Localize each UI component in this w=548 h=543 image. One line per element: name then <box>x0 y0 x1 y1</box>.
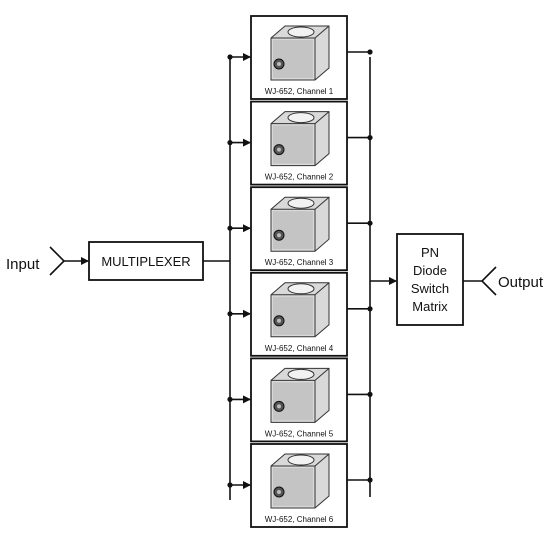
input-label: Input <box>6 256 40 273</box>
connector-center <box>277 233 281 238</box>
channel-caption: WJ-652, Channel 3 <box>265 258 334 267</box>
connector-center <box>277 318 281 323</box>
output-chevron-icon <box>480 266 497 296</box>
channel-caption: WJ-652, Channel 1 <box>265 87 334 96</box>
connector-center <box>277 490 281 494</box>
receiver-channel-3: WJ-652, Channel 3 <box>227 186 373 272</box>
channel-caption: WJ-652, Channel 6 <box>265 515 334 524</box>
receiver-channel-1: WJ-652, Channel 1 <box>227 15 373 100</box>
tuning-dial-icon <box>287 368 315 380</box>
switch-matrix-line3: Switch <box>411 281 449 296</box>
output-bus-junction-dot <box>367 220 373 226</box>
input-chevron-icon <box>49 246 66 276</box>
tuning-dial-icon <box>287 283 315 295</box>
tuning-dial-icon <box>287 26 315 38</box>
receiver-channel-5: WJ-652, Channel 5 <box>227 357 373 443</box>
receiver-channels: WJ-652, Channel 1 WJ-652, Channel 2 WJ-652… <box>227 15 373 528</box>
output-bus-junction-dot <box>367 391 373 397</box>
switch-matrix-line1: PN <box>421 245 439 260</box>
switch-matrix-line2: Diode <box>413 263 447 278</box>
tuning-dial-icon <box>287 454 315 466</box>
channel-caption: WJ-652, Channel 2 <box>265 173 334 182</box>
receiver-channel-6: WJ-652, Channel 6 <box>227 443 373 528</box>
receiver-channel-4: WJ-652, Channel 4 <box>227 271 373 357</box>
connector-center <box>277 147 281 152</box>
switch-matrix-line4: Matrix <box>412 299 448 314</box>
channel-caption: WJ-652, Channel 5 <box>265 429 334 438</box>
output-bus-junction-dot <box>367 477 373 483</box>
connector-center <box>277 62 281 66</box>
output-label: Output <box>498 274 544 291</box>
channel-caption: WJ-652, Channel 4 <box>265 344 334 353</box>
multiplexer-label: MULTIPLEXER <box>101 254 190 269</box>
tuning-dial-icon <box>287 112 315 124</box>
output-bus-junction-dot <box>367 135 373 141</box>
switch-matrix-block <box>396 233 464 326</box>
output-bus-junction-dot <box>367 306 373 312</box>
tuning-dial-icon <box>287 197 315 209</box>
connector-center <box>277 404 281 409</box>
receiver-channel-2: WJ-652, Channel 2 <box>227 100 373 186</box>
output-bus-junction-dot <box>367 49 373 55</box>
